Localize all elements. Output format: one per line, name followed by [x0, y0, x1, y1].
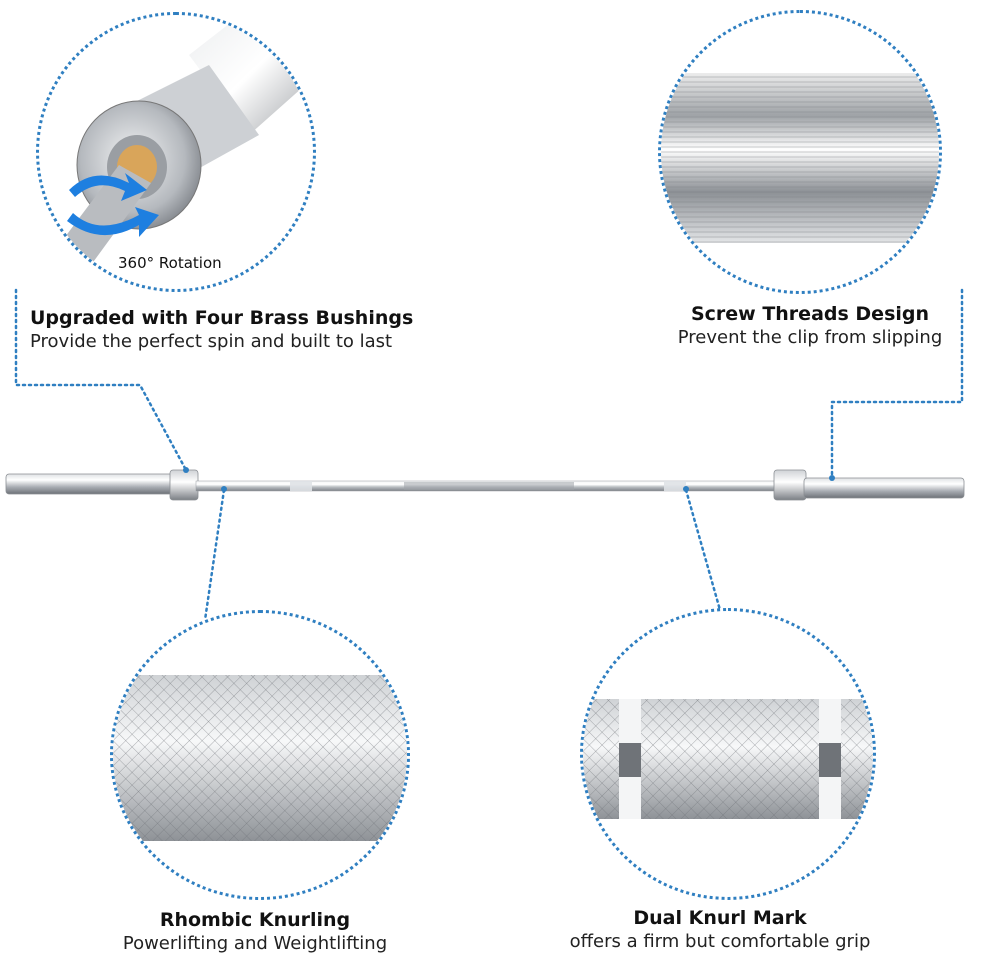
bushing-title: Upgraded with Four Brass Bushings — [30, 307, 414, 329]
knurl-detail-image — [113, 675, 407, 841]
connector-lines — [14, 288, 964, 622]
knurl-detail-circle — [110, 610, 410, 900]
knurl-mark-right — [664, 481, 686, 491]
barbell — [5, 467, 965, 501]
thread-detail-image — [661, 73, 939, 243]
bushing-subtitle: Provide the perfect spin and built to la… — [30, 331, 393, 352]
knurl-mark-detail-image — [583, 699, 873, 819]
connector-thread — [830, 288, 964, 480]
mark-subtitle: offers a firm but comfortable grip — [569, 931, 871, 952]
left-sleeve — [5, 473, 175, 495]
right-collar — [773, 469, 807, 501]
bushing-caption: Upgraded with Four Brass Bushings Provid… — [30, 306, 430, 354]
bushing-detail-image — [59, 15, 313, 265]
knurl-mark-left — [290, 481, 312, 491]
knurl-title: Rhombic Knurling — [159, 909, 351, 931]
right-sleeve — [803, 477, 965, 499]
rotation-arrow-icon — [67, 173, 159, 237]
center-knurl — [404, 482, 574, 490]
left-collar — [169, 469, 199, 501]
bushing-detail-circle — [36, 12, 316, 292]
connector-mark — [684, 488, 722, 612]
thread-title: Screw Threads Design — [690, 303, 930, 325]
knurl-subtitle: Powerlifting and Weightlifting — [122, 933, 388, 954]
thread-caption: Screw Threads Design Prevent the clip fr… — [660, 302, 960, 350]
connector-bushing — [14, 288, 188, 472]
connector-knurl — [203, 488, 226, 622]
knurl-caption: Rhombic Knurling Powerlifting and Weight… — [100, 908, 410, 956]
mark-title: Dual Knurl Mark — [633, 907, 807, 929]
knurl-mark-detail-circle — [580, 608, 876, 900]
mark-caption: Dual Knurl Mark offers a firm but comfor… — [540, 906, 900, 954]
rotation-label: 360° Rotation — [118, 254, 222, 272]
thread-detail-circle — [658, 10, 942, 294]
thread-subtitle: Prevent the clip from slipping — [677, 327, 943, 348]
